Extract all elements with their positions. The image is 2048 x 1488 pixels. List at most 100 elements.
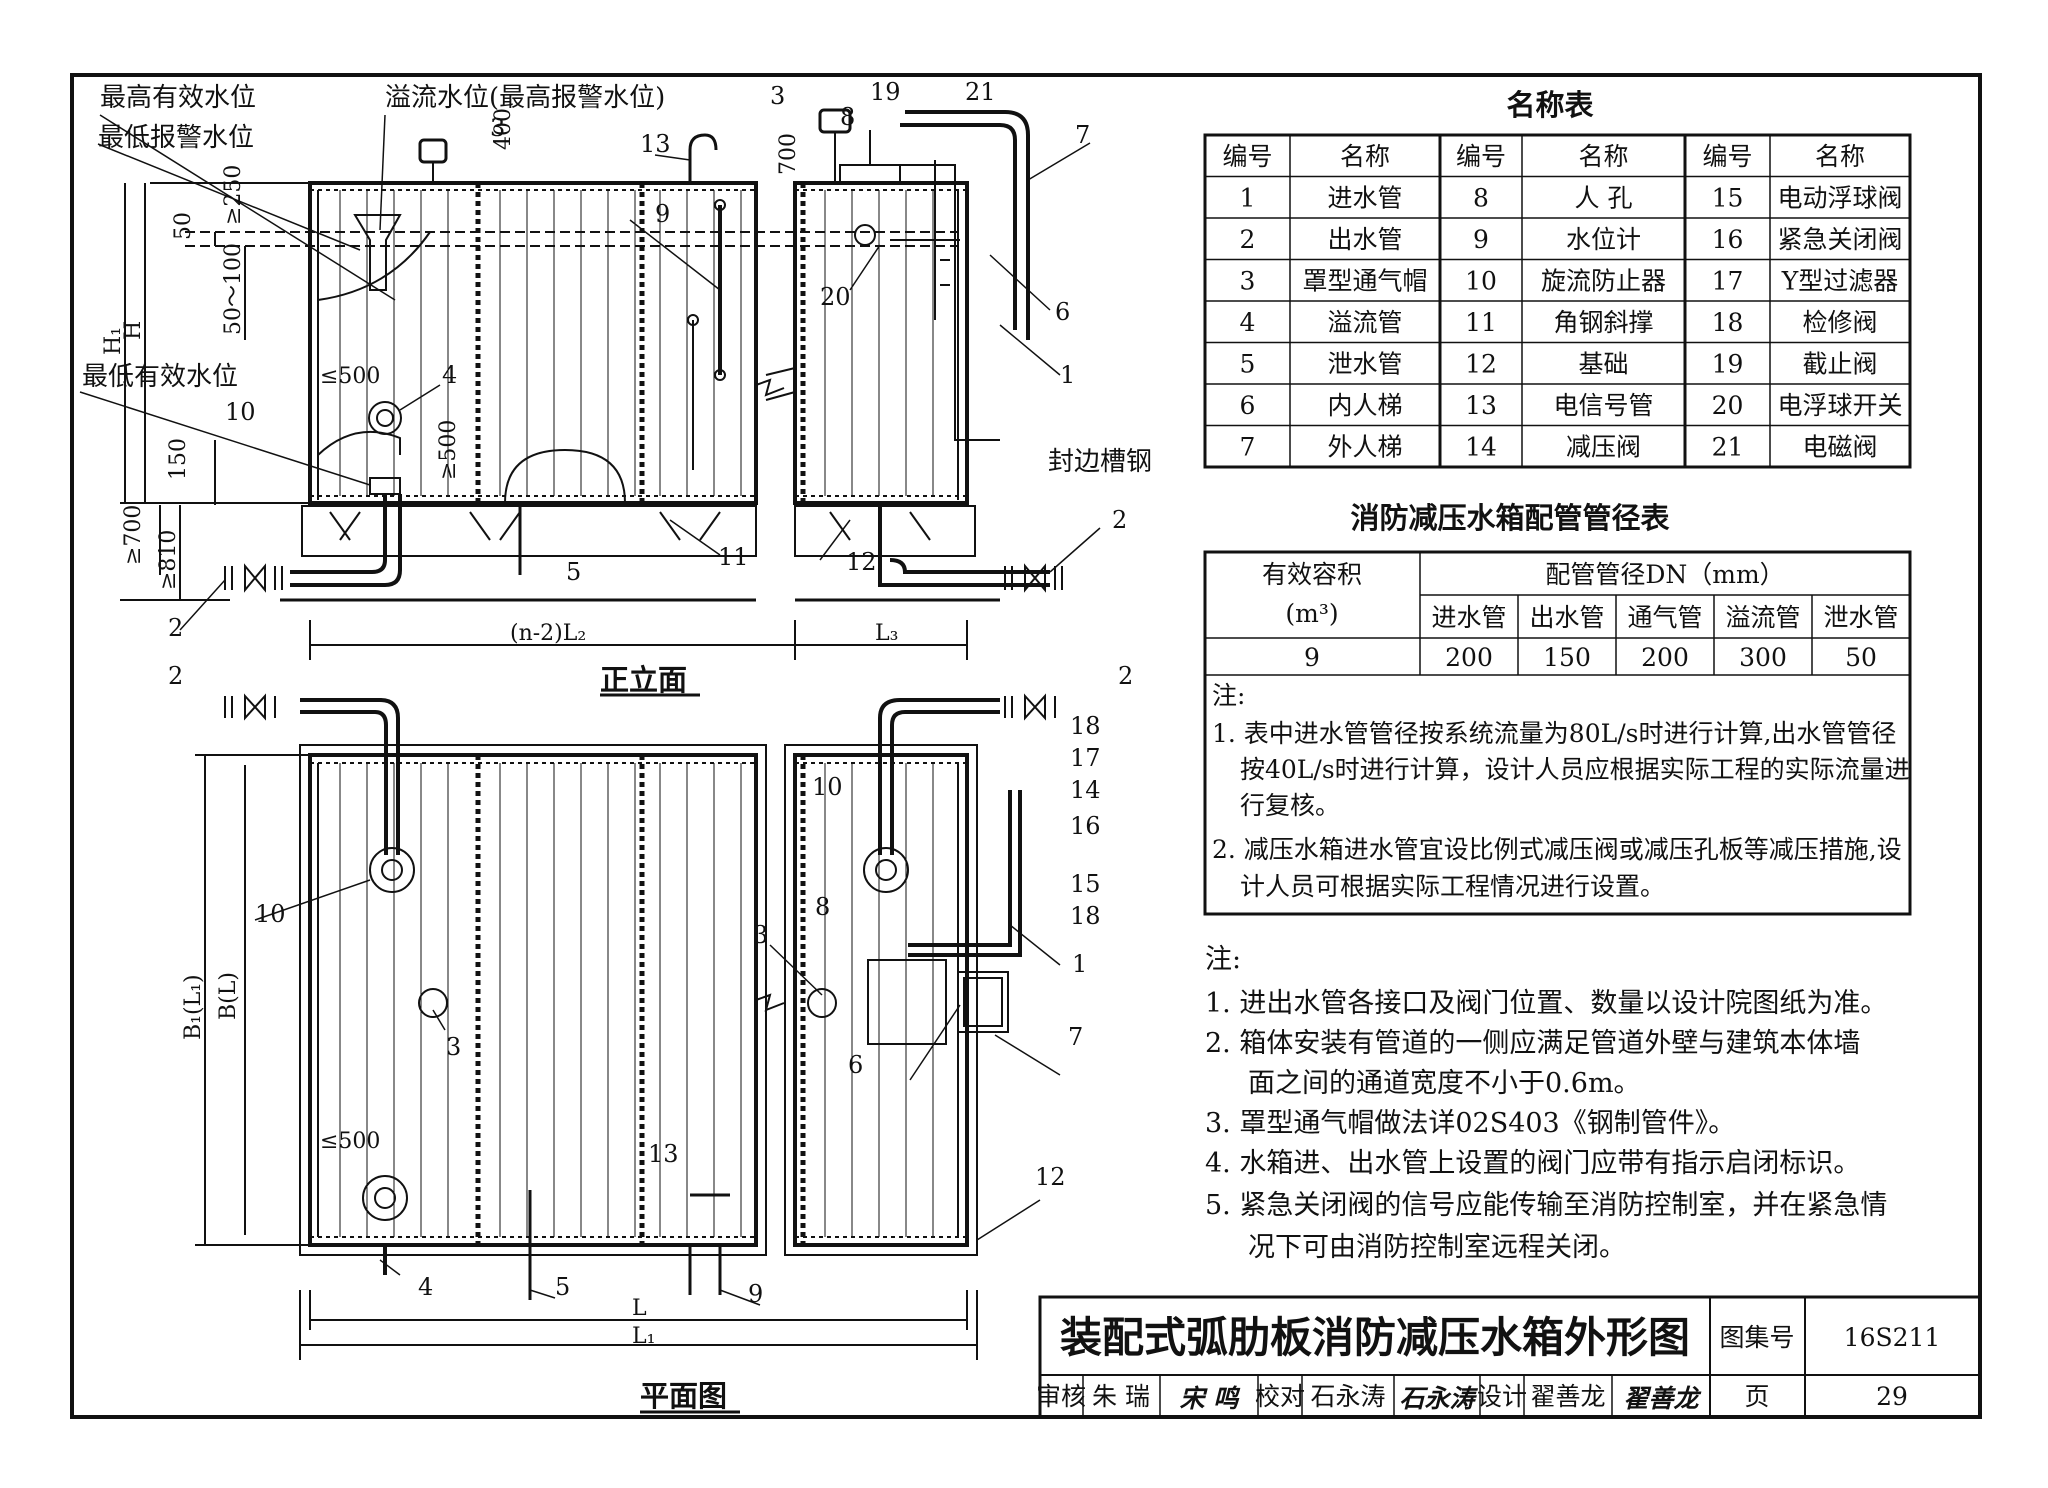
name-table-cell: 19 xyxy=(1712,350,1744,379)
name-table-cell: 电动浮球阀 xyxy=(1777,184,1902,213)
pipe-col-outlet: 出水管 xyxy=(1529,603,1604,632)
dim-50-100: 50～100 xyxy=(221,243,246,335)
name-table-cell: 9 xyxy=(1473,225,1489,254)
name-table-cell: 20 xyxy=(1712,391,1744,420)
notes-label: 注: xyxy=(1205,944,1241,975)
name-table-cell: 角钢斜撑 xyxy=(1553,308,1653,337)
page-label: 页 xyxy=(1744,1382,1769,1411)
callout-20: 20 xyxy=(820,283,851,311)
callout-16: 16 xyxy=(1070,812,1101,840)
pipe-col-inlet: 进水管 xyxy=(1431,603,1506,632)
name-table-cell: 7 xyxy=(1240,433,1256,462)
review-label: 审核 xyxy=(1036,1382,1086,1411)
callout-18: 18 xyxy=(1070,712,1101,740)
pipe-note-1-line-2: 按40L/s时进行计算，设计人员应根据实际工程的实际流量进 xyxy=(1240,755,1910,784)
name-table-cell: 16 xyxy=(1712,225,1744,254)
callout-10: 10 xyxy=(255,900,286,928)
front-elevation xyxy=(120,108,1063,697)
name-table-cell: 紧急关闭阀 xyxy=(1777,225,1902,254)
dim-50: 50 xyxy=(171,212,196,240)
note-2-line-2: 面之间的通道宽度不小于0.6m。 xyxy=(1248,1068,1641,1099)
pipe-table: 消防减压水箱配管管径表 有效容积 (m³) 配管管径DN（mm） 进水管 出水管… xyxy=(1203,501,1912,916)
name-table-cell: 进水管 xyxy=(1327,184,1402,213)
note-1: 1. 进出水管各接口及阀门位置、数量以设计院图纸为准。 xyxy=(1205,988,1887,1019)
reviewer-signature: 宋 鸣 xyxy=(1180,1384,1242,1413)
name-table-cell: 检修阀 xyxy=(1802,308,1877,337)
callout-15: 15 xyxy=(1070,870,1101,898)
plan-labels: 2 2 18 17 14 16 15 18 1 10 10 8 3 3 7 6 … xyxy=(168,662,1133,1413)
label-overflow-level: 溢流水位(最高报警水位) xyxy=(385,83,665,113)
callout-5: 5 xyxy=(566,558,581,586)
callout-3: 3 xyxy=(490,114,505,142)
front-callouts: 3 13 3 19 21 8 7 9 20 6 1 4 10 5 11 12 2… xyxy=(168,78,1127,642)
name-table-header: 名称 xyxy=(1815,142,1865,171)
name-table-cell: 电磁阀 xyxy=(1802,433,1877,462)
name-table-cell: 电浮球开关 xyxy=(1777,391,1902,420)
note-3: 3. 罩型通气帽做法详02S403《钢制管件》。 xyxy=(1205,1108,1735,1139)
pipe-note-2-line-2: 计人员可根据实际工程情况进行设置。 xyxy=(1240,872,1665,901)
callout-2: 2 xyxy=(1118,662,1133,690)
label-channel-steel: 封边槽钢 xyxy=(1048,447,1152,477)
name-table-header: 名称 xyxy=(1340,142,1390,171)
pipe-note-1-line-1: 1. 表中进水管管径按系统流量为80L/s时进行计算,出水管管径 xyxy=(1212,719,1896,748)
name-table-cell: 17 xyxy=(1712,267,1744,296)
callout-9: 9 xyxy=(748,1280,763,1308)
name-table-cell: 12 xyxy=(1465,350,1497,379)
name-table-cell: 6 xyxy=(1240,391,1256,420)
dim-h1: H₁ xyxy=(101,327,126,355)
dim-b: B(L) xyxy=(216,972,241,1020)
dim-810: ≥810 xyxy=(156,530,181,590)
callout-19: 19 xyxy=(870,78,901,106)
pipe-col-overflow: 溢流管 xyxy=(1725,603,1800,632)
callout-4: 4 xyxy=(418,1273,433,1301)
drawing-title: 装配式弧肋板消防减压水箱外形图 xyxy=(1060,1313,1690,1362)
callout-1: 1 xyxy=(1072,950,1087,978)
title-block: 装配式弧肋板消防减压水箱外形图 图集号 16S211 审核 朱 瑞 宋 鸣 校对… xyxy=(1036,1295,1982,1419)
dim-400: 400 xyxy=(491,108,516,150)
note-4: 4. 水箱进、出水管上设置的阀门应带有指示启闭标识。 xyxy=(1205,1148,1860,1179)
callout-7: 7 xyxy=(1075,121,1090,149)
name-table-header: 编号 xyxy=(1456,142,1506,171)
callout-7: 7 xyxy=(1068,1023,1083,1051)
pipe-note-label: 注: xyxy=(1212,681,1245,710)
checker-signature: 石永涛 xyxy=(1399,1384,1478,1413)
dim-500b: ≥500 xyxy=(436,420,461,480)
pipe-dn-header: 配管管径DN（mm） xyxy=(1545,560,1784,589)
dim-500a: ≤500 xyxy=(320,364,380,389)
callout-2: 2 xyxy=(168,662,183,690)
name-table-title: 名称表 xyxy=(1506,88,1593,122)
pipe-note-1-line-3: 行复核。 xyxy=(1240,791,1340,820)
name-table-cell: 截止阀 xyxy=(1802,350,1877,379)
design-label: 设计 xyxy=(1477,1382,1527,1411)
dim-500c: ≤500 xyxy=(320,1129,380,1154)
name-table-cell: 3 xyxy=(1240,267,1256,296)
pipe-note-2-line-1: 2. 减压水箱进水管宜设比例式减压阀或减压孔板等减压措施,设 xyxy=(1212,835,1902,864)
callout-2: 2 xyxy=(1112,506,1127,534)
dim-700: ≥700 xyxy=(121,505,146,565)
callout-11: 11 xyxy=(718,543,749,571)
callout-1: 1 xyxy=(1060,361,1075,389)
atlas-label: 图集号 xyxy=(1719,1323,1794,1352)
pipe-val-inlet: 200 xyxy=(1445,643,1493,672)
dim-b1: B₁(L₁) xyxy=(181,974,206,1040)
callout-9: 9 xyxy=(655,200,670,228)
general-notes: 注: 1. 进出水管各接口及阀门位置、数量以设计院图纸为准。 2. 箱体安装有管… xyxy=(1205,944,1887,1263)
name-table-cell: 水位计 xyxy=(1566,225,1641,254)
callout-10: 10 xyxy=(812,773,843,801)
page-number: 29 xyxy=(1876,1382,1908,1411)
pipe-val-outlet: 150 xyxy=(1543,643,1591,672)
sheet-border xyxy=(70,73,1982,1419)
note-5-line-1: 5. 紧急关闭阀的信号应能传输至消防控制室，并在紧急情 xyxy=(1205,1190,1887,1221)
callout-12: 12 xyxy=(1035,1163,1066,1191)
callout-17: 17 xyxy=(1070,744,1101,772)
callout-3: 3 xyxy=(753,921,768,949)
caption-front-elevation: 正立面 xyxy=(600,663,687,697)
name-table-cell: 10 xyxy=(1465,267,1497,296)
label-lowest-alarm-level: 最低报警水位 xyxy=(98,123,254,153)
atlas-number: 16S211 xyxy=(1844,1323,1941,1352)
name-table-cell: 外人梯 xyxy=(1327,433,1402,462)
designer-signature: 翟善龙 xyxy=(1623,1384,1701,1413)
name-table-cell: 15 xyxy=(1712,184,1744,213)
callout-4: 4 xyxy=(442,361,457,389)
